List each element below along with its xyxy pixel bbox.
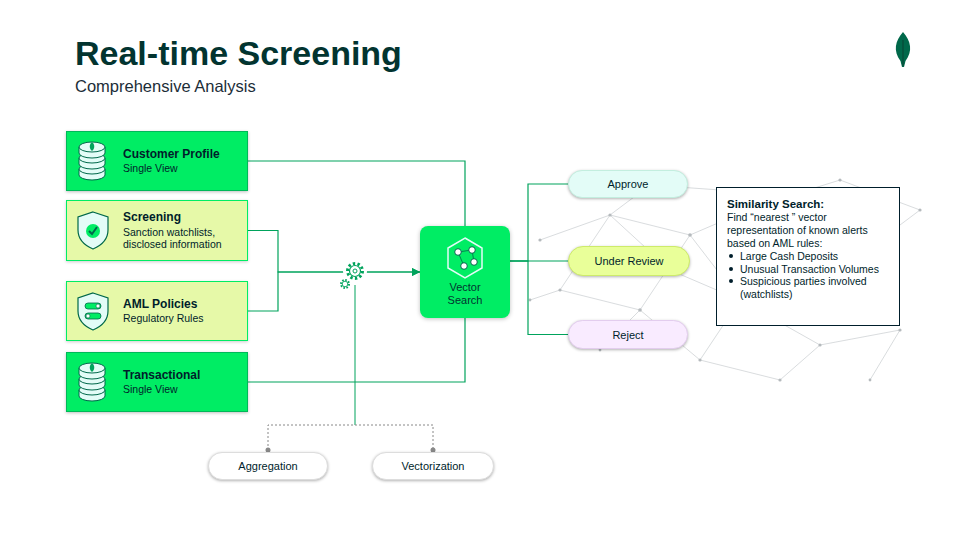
data-source-box: Customer ProfileSingle View	[66, 131, 248, 191]
gear-icon	[339, 259, 367, 290]
dotted-bracket	[268, 425, 433, 450]
process-pill: Aggregation	[208, 452, 328, 480]
outcome-pill: Approve	[568, 170, 688, 198]
bullet-text: Large Cash Deposits	[740, 250, 838, 263]
node-body: Sanction watchlists, disclosed informati…	[123, 226, 243, 251]
connector-line	[248, 231, 420, 273]
connector-line	[510, 261, 568, 335]
policy-box: AML PoliciesRegulatory Rules	[66, 281, 248, 341]
node-label: Aggregation	[238, 460, 297, 472]
node-label: Under Review	[594, 255, 663, 267]
subtitle-text: Comprehensive Analysis	[75, 77, 256, 95]
callout-body: Find “nearest ” vector representation of…	[727, 211, 890, 249]
diagram-title: Real-time Screening	[75, 36, 402, 70]
node-heading: AML Policies	[123, 297, 243, 311]
callout-box: Similarity Search:Find “nearest ” vector…	[716, 187, 900, 326]
gear-feeders	[266, 285, 436, 453]
node-body: Single View	[123, 162, 243, 175]
callout-heading: Similarity Search:	[727, 197, 890, 211]
bullet-row: Unusual Transaction Volumes	[727, 263, 890, 276]
node-heading: Customer Profile	[123, 147, 243, 161]
node-heading: Transactional	[123, 368, 243, 382]
vector-search-box: Vector Search	[420, 226, 510, 318]
connector-line	[248, 318, 465, 382]
bullet-dot	[729, 267, 733, 271]
leaf-logo	[896, 32, 910, 67]
bullet-row: Suspicious parties involved (watchlists)	[727, 275, 890, 301]
bullet-dot	[729, 254, 733, 258]
outcome-pill: Under Review	[568, 246, 690, 276]
screening-box: ScreeningSanction watchlists, disclosed …	[66, 200, 248, 261]
node-heading: Screening	[123, 210, 243, 224]
leaf-logo-vein	[903, 40, 904, 66]
node-label: Reject	[612, 329, 643, 341]
node-label: Approve	[608, 178, 649, 190]
node-body: Single View	[123, 383, 243, 396]
node-label: Vectorization	[402, 460, 465, 472]
bullet-dot	[729, 279, 733, 283]
process-pill: Vectorization	[372, 452, 494, 480]
bullet-row: Large Cash Deposits	[727, 250, 890, 263]
outcome-pill: Reject	[568, 320, 688, 349]
connector-line	[248, 161, 465, 226]
bullet-text: Unusual Transaction Volumes	[740, 263, 879, 276]
data-source-box: TransactionalSingle View	[66, 352, 248, 412]
connector-line	[510, 184, 568, 261]
connector-line	[248, 272, 420, 311]
node-label: Vector Search	[438, 281, 492, 307]
bullet-text: Suspicious parties involved (watchlists)	[740, 275, 890, 301]
gear-stem	[355, 285, 356, 425]
node-body: Regulatory Rules	[123, 312, 243, 325]
